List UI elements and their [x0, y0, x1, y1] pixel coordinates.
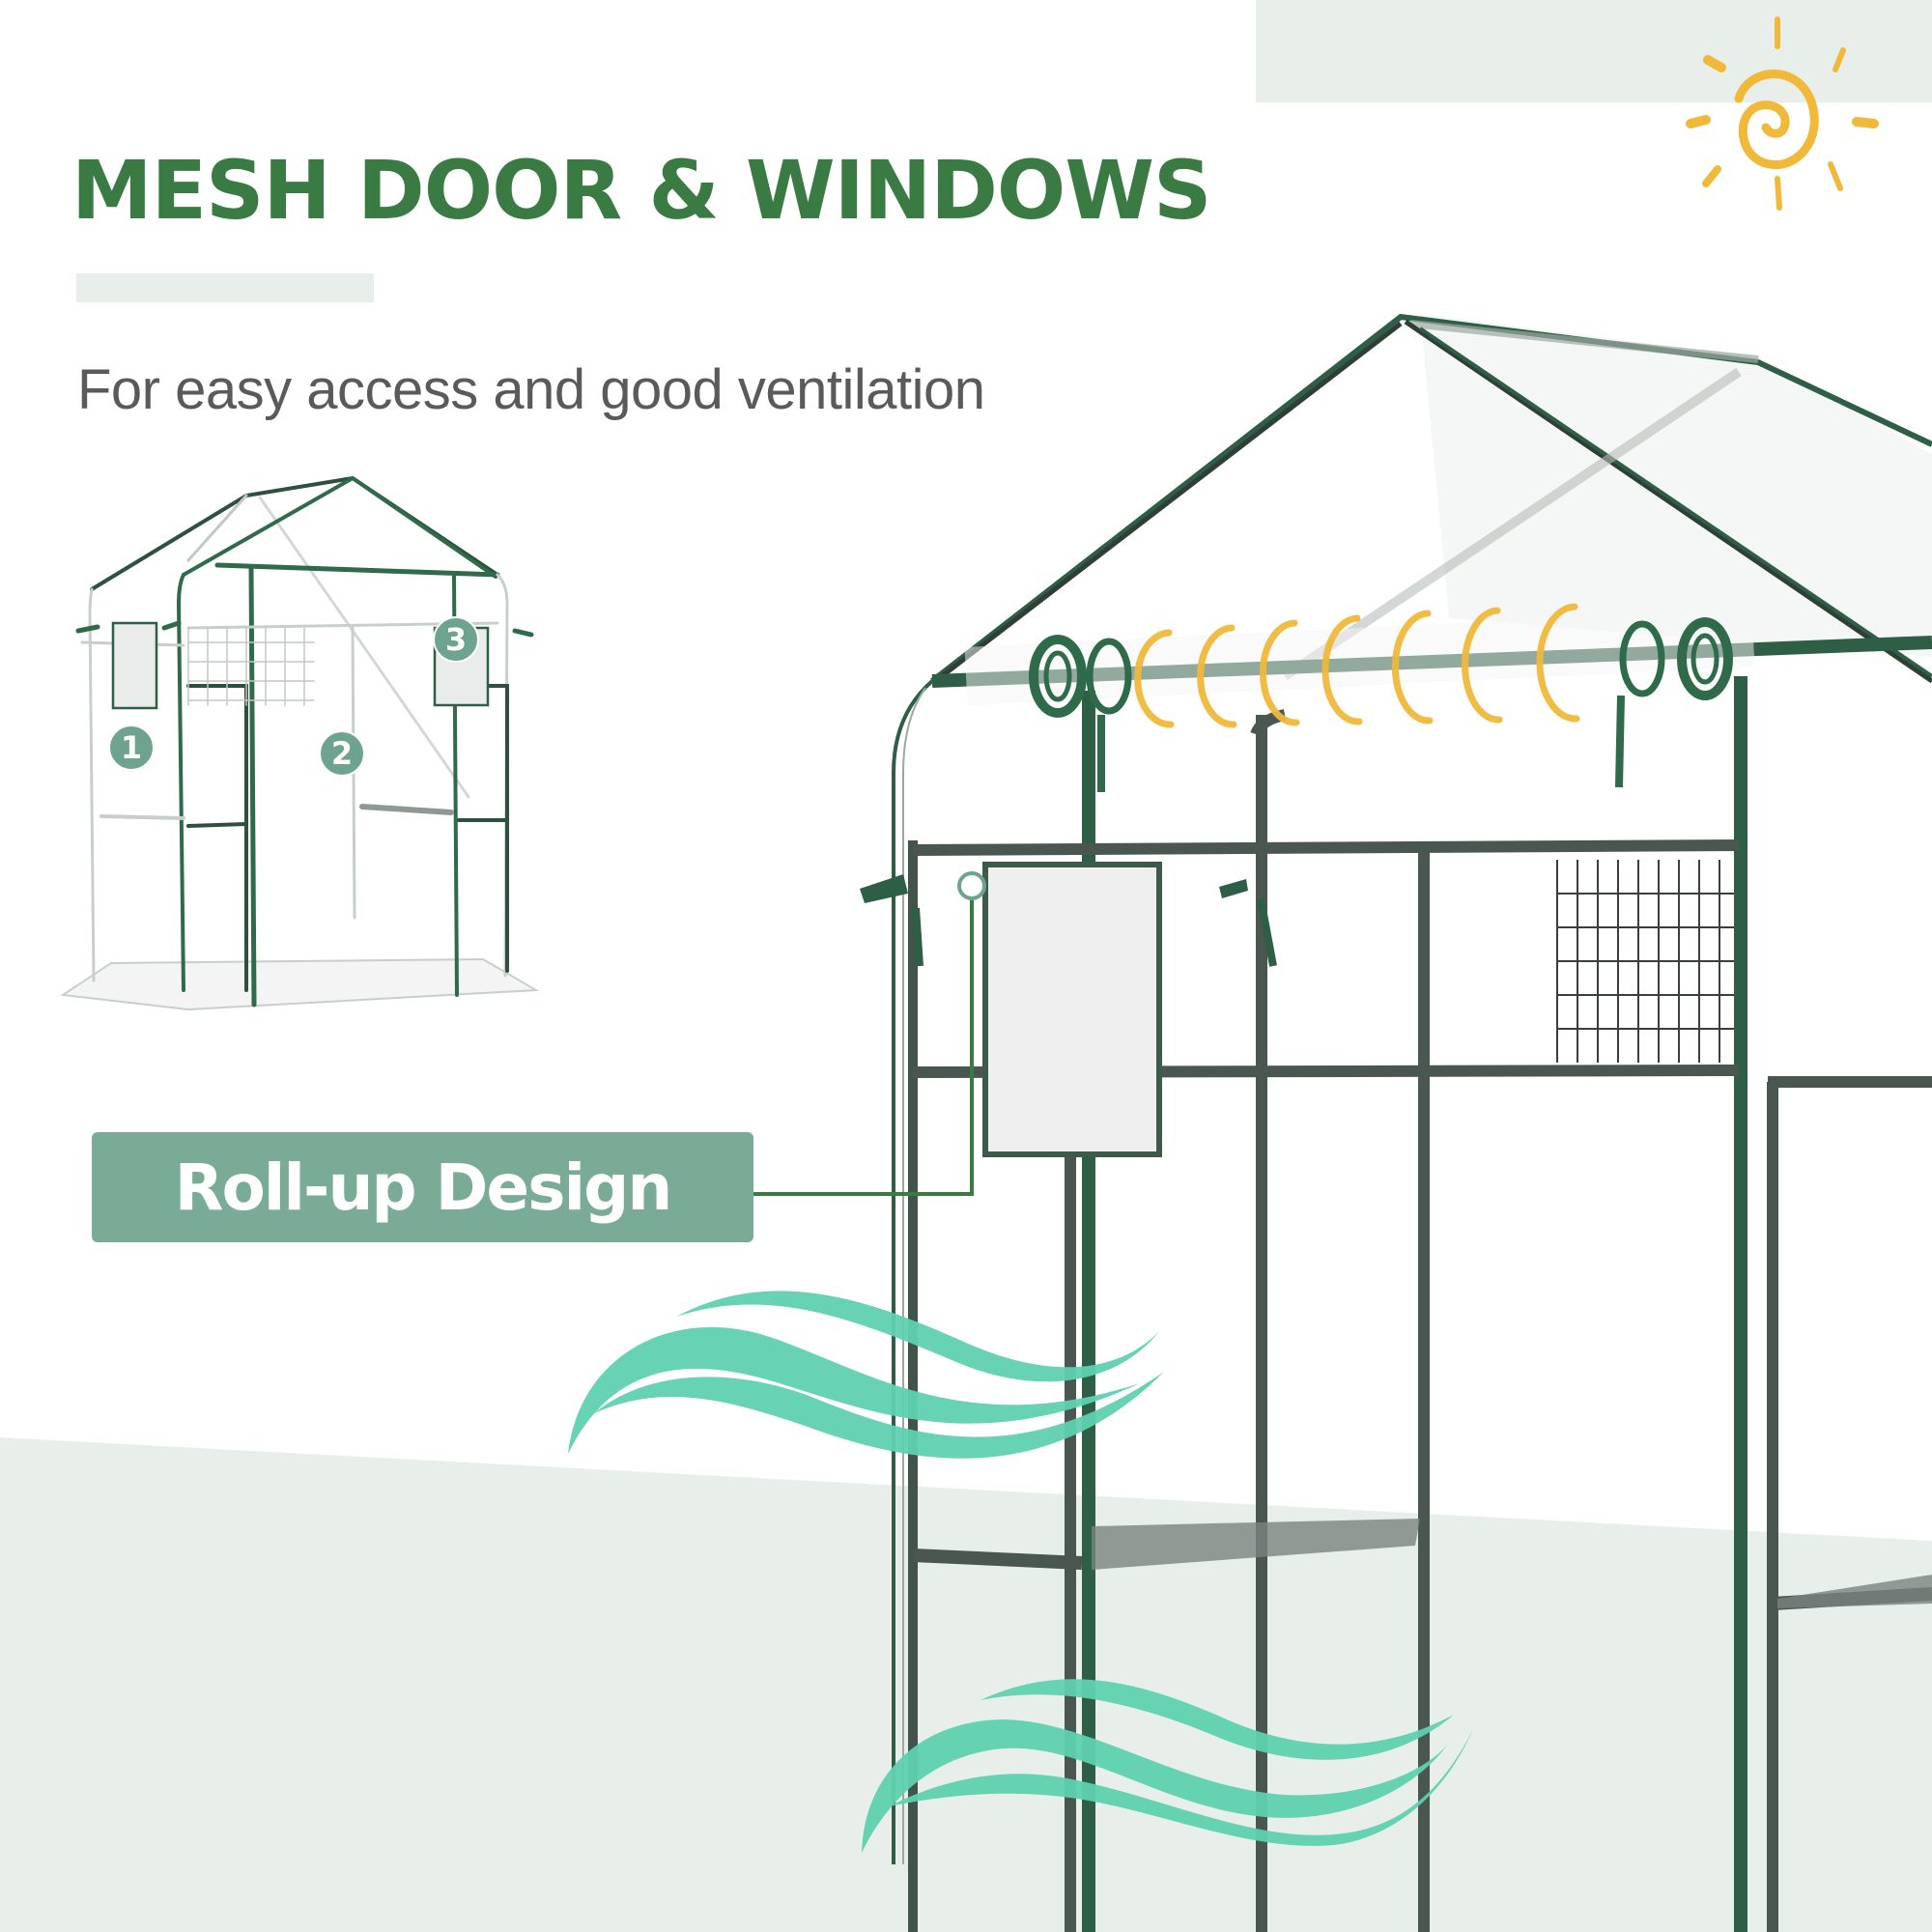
page-title: MESH DOOR & WINDOWS — [71, 143, 1211, 238]
subtitle: For easy access and good ventilation — [77, 358, 985, 421]
wind-waves-icon-lower — [862, 1679, 1473, 1853]
title-underline — [76, 273, 374, 302]
roll-up-design-callout: Roll-up Design — [92, 1132, 753, 1242]
inset-badge-1: 1 — [108, 724, 155, 771]
sun-icon — [1686, 16, 1879, 211]
inset-badge-2: 2 — [319, 730, 365, 777]
callout-anchor-dot — [957, 871, 986, 900]
top-accent-band — [1256, 0, 1932, 102]
callout-connector-line — [753, 889, 974, 1196]
callout-label: Roll-up Design — [174, 1150, 673, 1225]
inset-badge-3: 3 — [433, 616, 479, 663]
inset-greenhouse-diagram — [60, 475, 540, 1011]
wind-waves-icon — [568, 1291, 1164, 1459]
roll-up-motion-arcs — [1134, 603, 1580, 728]
